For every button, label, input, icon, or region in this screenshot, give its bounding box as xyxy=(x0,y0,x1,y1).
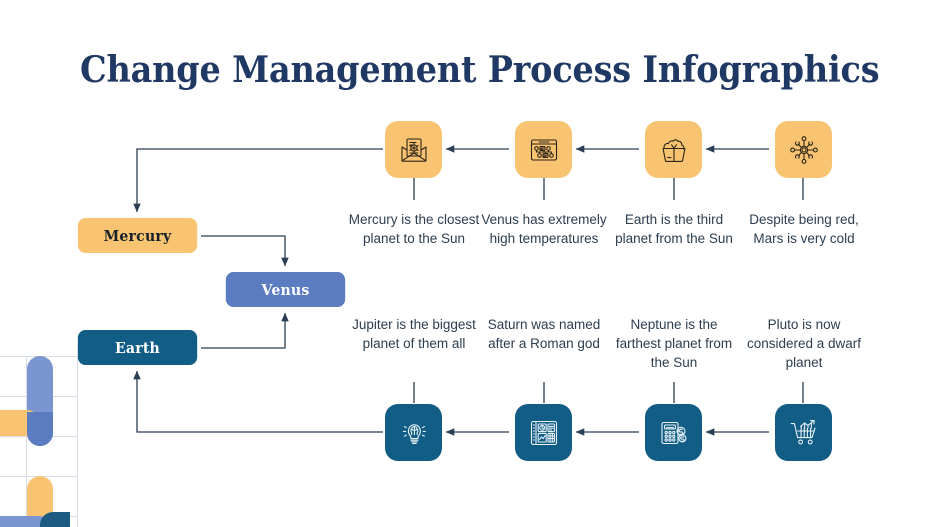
decorative-bar-blue-bottom xyxy=(0,516,50,527)
caption-top-1: Mercury is the closest planet to the Sun xyxy=(348,212,480,246)
lightbulb-brain-icon xyxy=(398,417,430,449)
caption-bottom-4: Pluto is now considered a dwarf planet xyxy=(746,317,862,370)
stage-pill-label: Earth xyxy=(114,338,161,357)
caption-bottom-1: Jupiter is the biggest planet of them al… xyxy=(352,317,476,351)
decorative-bar-orange-bottom xyxy=(27,476,53,527)
caption-top-2: Venus has extremely high temperatures xyxy=(481,212,607,246)
icon-tile-package-box[interactable] xyxy=(645,121,702,178)
caption-bottom-2: Saturn was named after a Roman god xyxy=(487,317,601,351)
stage-pill-mercury[interactable]: Mercury xyxy=(77,218,198,253)
decorative-bar-blue-top xyxy=(27,356,53,446)
icon-tile-org-chart-board[interactable] xyxy=(515,121,572,178)
cart-growth-icon xyxy=(788,417,820,449)
caption-top-3: Earth is the third planet from the Sun xyxy=(615,212,733,246)
envelope-gear-icon xyxy=(398,134,430,166)
icon-tile-dashboard-charts[interactable] xyxy=(515,404,572,461)
decorative-bar-blue-knob xyxy=(27,412,53,446)
icon-tile-envelope-gear[interactable] xyxy=(385,121,442,178)
stage-pill-earth[interactable]: Earth xyxy=(77,330,198,365)
calculator-coin-icon xyxy=(658,417,690,449)
org-chart-board-icon xyxy=(528,134,560,166)
icon-tile-calculator-coin[interactable] xyxy=(645,404,702,461)
stage-pill-label: Mercury xyxy=(103,226,172,245)
page-title: Change Management Process Infographics xyxy=(80,49,880,91)
icon-tile-cart-growth[interactable] xyxy=(775,404,832,461)
dashboard-charts-icon xyxy=(528,417,560,449)
decorative-bar-orange-mid xyxy=(0,410,40,436)
network-hub-icon xyxy=(788,134,820,166)
decorative-grid xyxy=(0,356,78,527)
stage-pill-venus[interactable]: Venus xyxy=(225,272,346,307)
icon-tile-network-hub[interactable] xyxy=(775,121,832,178)
icon-tile-lightbulb-brain[interactable] xyxy=(385,404,442,461)
stage-pill-label: Venus xyxy=(261,280,310,299)
decorative-bar-navy-corner xyxy=(40,512,70,527)
caption-top-4: Despite being red, Mars is very cold xyxy=(749,212,859,246)
caption-bottom-3: Neptune is the farthest planet from the … xyxy=(615,317,733,370)
package-box-icon xyxy=(658,134,690,166)
